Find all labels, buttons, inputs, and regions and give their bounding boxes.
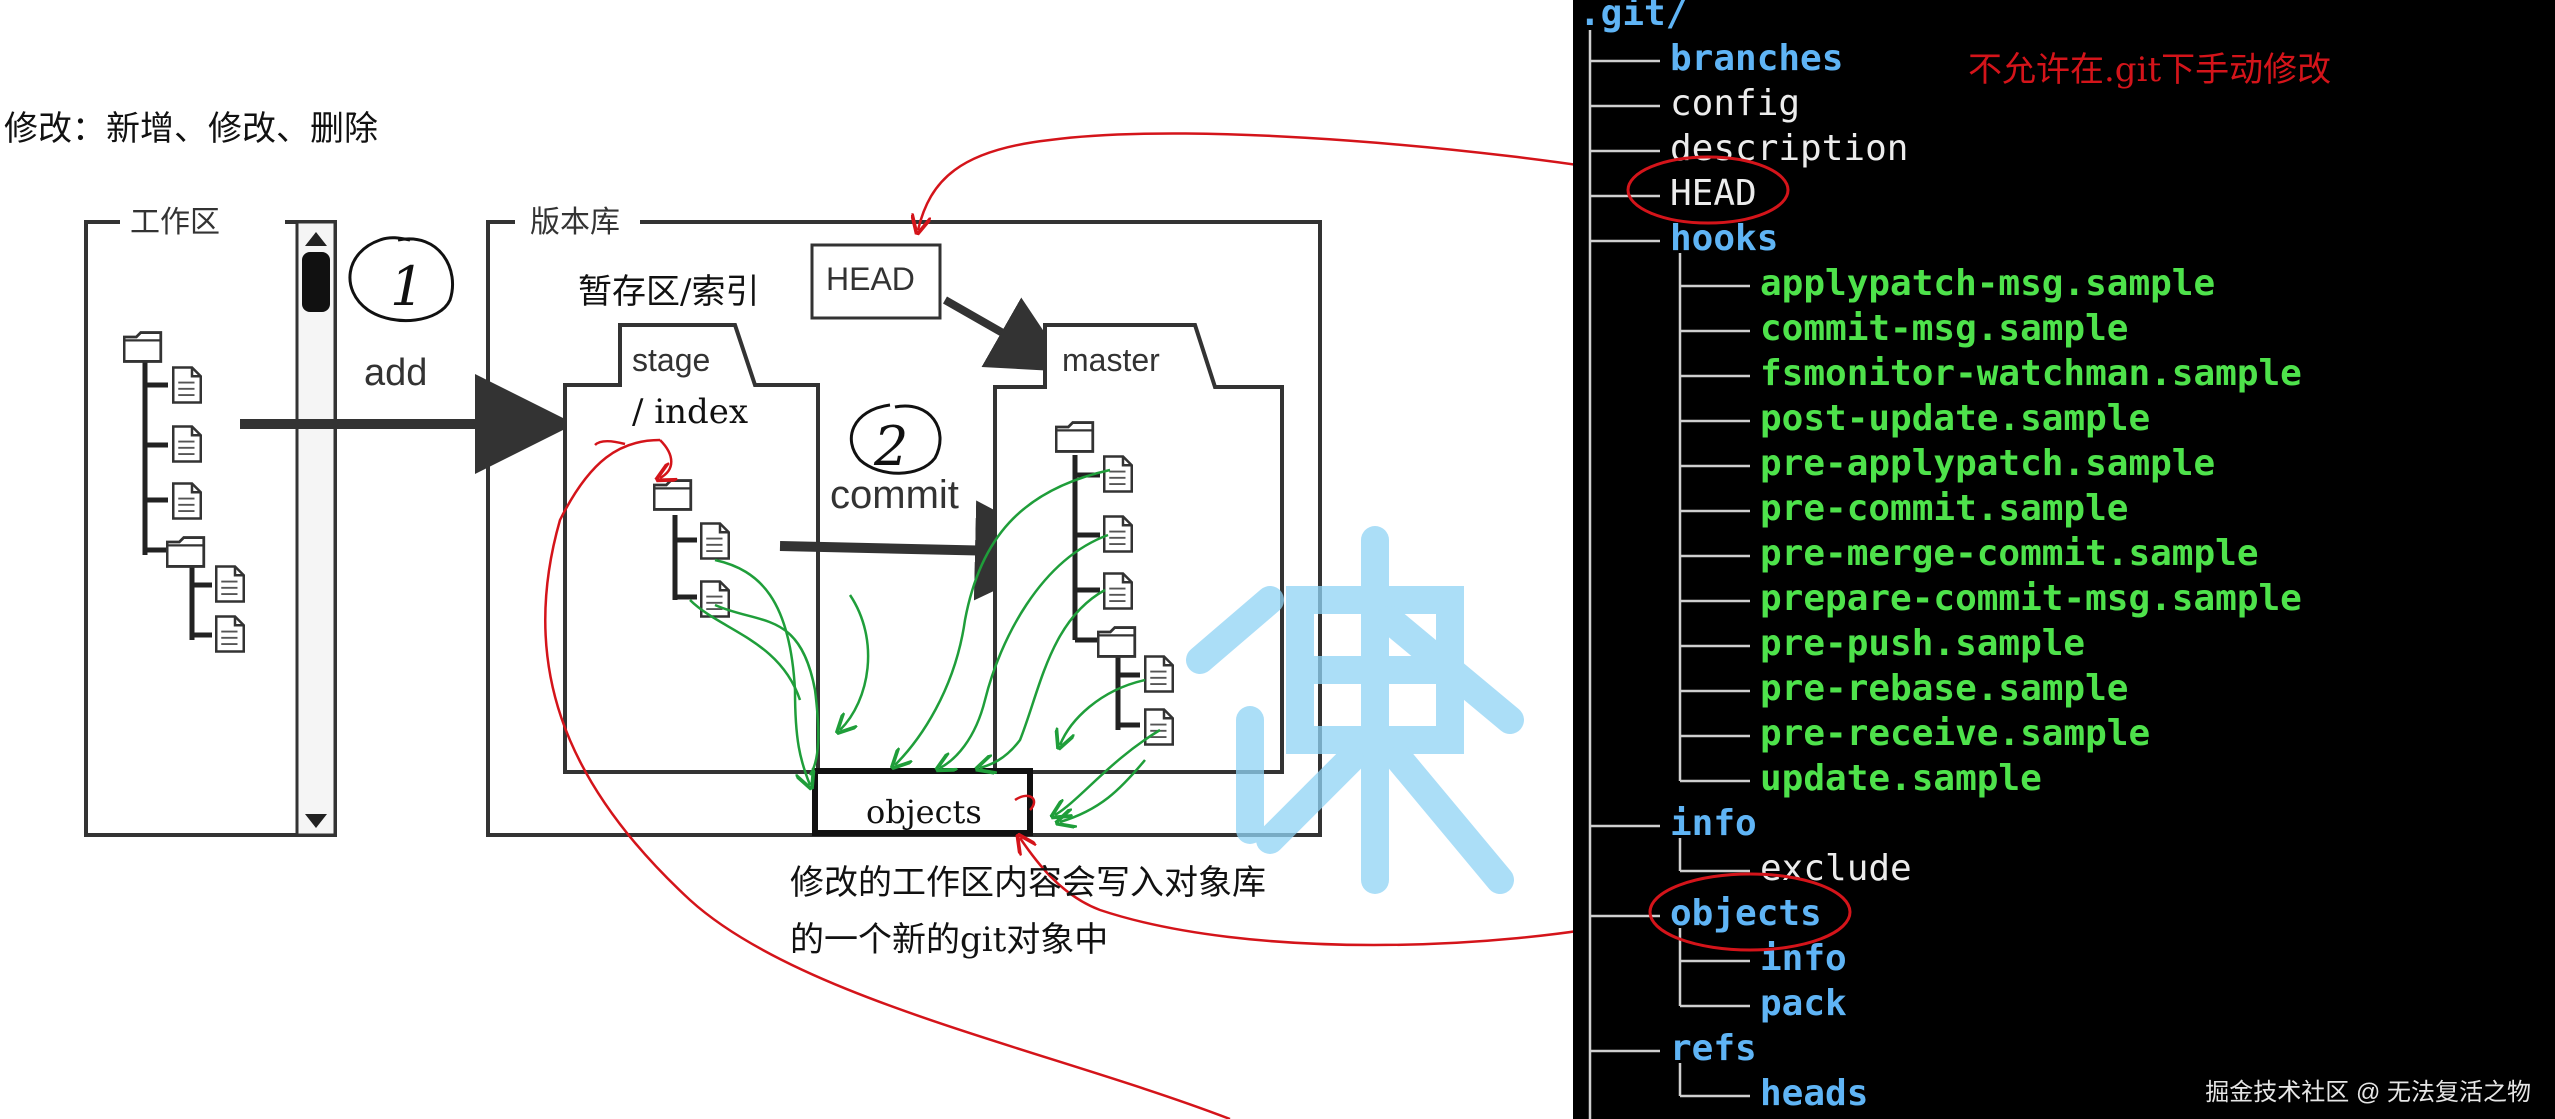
master-box (993, 323, 1284, 774)
git-entry-pre-merge-commit-sample: pre-merge-commit.sample (1760, 533, 2259, 574)
step2-number: 2 (873, 415, 908, 478)
workspace-file-tree (142, 360, 212, 640)
head-to-master-arrow (943, 296, 1071, 372)
git-entry-description: description (1670, 128, 1909, 169)
git-entry-pre-applypatch-sample: pre-applypatch.sample (1760, 443, 2216, 484)
git-root: .git/ (1579, 0, 1688, 34)
index-label: / index (632, 392, 748, 432)
note-line1: 修改的工作区内容会写入对象库 (790, 863, 1266, 903)
no-manual-edit-annotation: 不允许在.git下手动修改 (1968, 50, 2332, 90)
git-entry-applypatch-msg-sample: applypatch-msg.sample (1760, 263, 2216, 304)
step1-number: 1 (390, 255, 424, 318)
master-file-icon (1103, 455, 1133, 493)
commit-label: commit (830, 473, 959, 517)
objects-box-label: objects (866, 793, 982, 831)
stage-cn-label: 暂存区/索引 (578, 272, 759, 312)
master-folder-icon (1055, 421, 1095, 453)
git-entry-hooks: hooks (1670, 218, 1779, 259)
git-entry-pre-push-sample: pre-push.sample (1760, 623, 2086, 664)
step2-circle (849, 403, 942, 475)
stage-box (563, 323, 820, 774)
stage-folder-icon (653, 479, 693, 511)
scroll-down-arrow-icon (305, 814, 327, 828)
git-entry-commit-msg-sample: commit-msg.sample (1760, 308, 2129, 349)
note-line2: 的一个新的git对象中 (790, 920, 1108, 960)
head-box-label: HEAD (826, 261, 915, 297)
master-tab-label: master (1062, 342, 1160, 378)
workspace-file-icon (172, 482, 202, 520)
master-subfolder-icon (1097, 626, 1137, 658)
stage-file-tree (672, 515, 697, 600)
workspace-file-icon (215, 615, 245, 653)
watermark-logo (1186, 526, 1524, 894)
git-entry-head: HEAD (1670, 173, 1757, 214)
stage-file-icon (700, 522, 730, 560)
workspace-file-icon (172, 425, 202, 463)
step1-circle (348, 236, 455, 323)
workspace-frame: 工作区 (84, 205, 337, 837)
git-entry-pre-rebase-sample: pre-rebase.sample (1760, 668, 2129, 709)
git-entry-branches: branches (1670, 38, 1844, 79)
objects-box (812, 768, 1033, 836)
repository-label: 版本库 (530, 205, 620, 240)
scroll-thumb (302, 252, 330, 312)
workspace-scrollbar (295, 220, 337, 837)
workspace-label: 工作区 (130, 205, 220, 240)
green-annotation-arrows (689, 468, 1161, 822)
git-entry-update-sample: update.sample (1760, 758, 2042, 799)
add-label: add (364, 352, 427, 394)
workspace-file-icon (172, 366, 202, 404)
git-entry-pre-receive-sample: pre-receive.sample (1760, 713, 2151, 754)
master-file-icon (1103, 515, 1133, 553)
git-entry-pre-commit-sample: pre-commit.sample (1760, 488, 2129, 529)
git-entry-pack: pack (1760, 983, 1847, 1024)
red-annotation-curves (543, 132, 1641, 1119)
master-file-icon (1103, 572, 1133, 610)
workspace-file-icon (215, 565, 245, 603)
git-entry-info: info (1760, 938, 1847, 979)
head-box (810, 243, 942, 320)
heading: 修改：新增、修改、删除 (4, 109, 378, 149)
git-entry-objects: objects (1670, 893, 1822, 934)
git-entry-post-update-sample: post-update.sample (1760, 398, 2151, 439)
stage-tab-label: stage (632, 342, 710, 378)
credit-watermark: 掘金技术社区 @ 无法复活之物 (2205, 1079, 2531, 1106)
git-entry-refs: refs (1670, 1028, 1757, 1069)
master-file-icon (1144, 708, 1174, 746)
git-entry-heads: heads (1760, 1073, 1869, 1114)
git-entry-config: config (1670, 83, 1801, 124)
workspace-subfolder-icon (166, 536, 206, 568)
git-entry-prepare-commit-msg-sample: prepare-commit-msg.sample (1760, 578, 2302, 619)
git-entry-fsmonitor-watchman-sample: fsmonitor-watchman.sample (1760, 353, 2302, 394)
scroll-up-arrow-icon (305, 232, 327, 246)
workspace-folder-icon (123, 331, 163, 363)
git-entry-info: info (1670, 803, 1757, 844)
master-file-icon (1144, 655, 1174, 693)
git-entry-exclude: exclude (1760, 848, 1912, 889)
